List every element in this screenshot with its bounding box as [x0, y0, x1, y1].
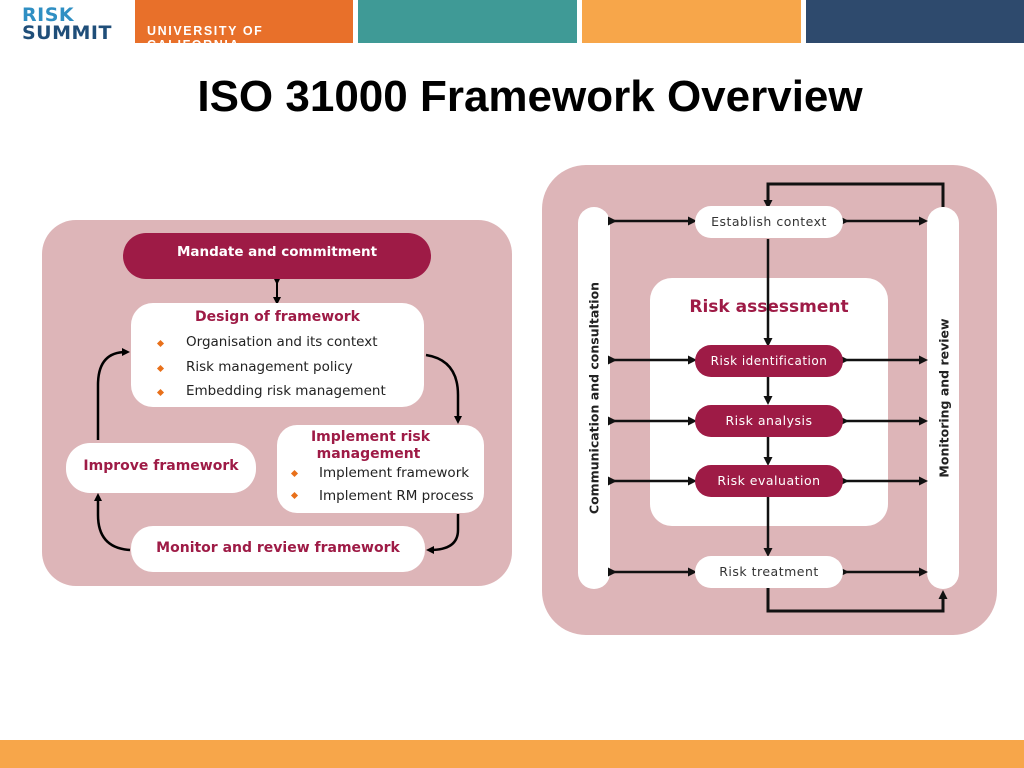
header-band-teal	[358, 0, 577, 43]
arrow-design-implement	[425, 353, 462, 424]
design-card: Design of framework Organisation and its…	[131, 303, 424, 407]
implement-item-2: Implement RM process	[319, 488, 474, 504]
monitor-pill: Monitor and review framework	[131, 526, 425, 572]
mandate-pill: Mandate and commitment	[123, 233, 431, 279]
monitoring-bar	[927, 207, 959, 589]
risk-identification-pill: Risk identification	[695, 345, 843, 377]
footer-band	[0, 740, 1024, 768]
header-band-yellow	[582, 0, 801, 43]
slide-title: ISO 31000 Framework Overview	[197, 72, 863, 121]
risk-treatment-label: Risk treatment	[719, 564, 819, 579]
design-item-1: Organisation and its context	[186, 334, 378, 350]
risk-analysis-pill: Risk analysis	[695, 405, 843, 437]
implement-title-line1: Implement risk	[310, 429, 431, 445]
risk-summit-logo: RISK SUMMIT	[22, 6, 114, 46]
arrow-implement-monitor	[426, 514, 460, 554]
loop-arrow-bottom	[766, 588, 948, 613]
establish-context-pill: Establish context	[695, 206, 843, 238]
arrow-monitor-improve	[94, 493, 131, 552]
improve-label: Improve framework	[83, 458, 239, 474]
risk-analysis-label: Risk analysis	[725, 413, 813, 428]
monitor-label: Monitor and review framework	[156, 540, 400, 556]
risk-evaluation-pill: Risk evaluation	[695, 465, 843, 497]
improve-pill: Improve framework	[66, 443, 256, 493]
logo-line-risk: RISK	[22, 4, 75, 26]
implement-title-line2: management	[316, 446, 421, 462]
risk-treatment-pill: Risk treatment	[695, 556, 843, 588]
design-title: Design of framework	[195, 309, 360, 325]
loop-arrow-top	[763, 182, 945, 209]
communication-bar	[578, 207, 610, 589]
header-band-navy	[806, 0, 1024, 43]
implement-card: Implement risk management Implement fram…	[277, 425, 484, 513]
university-name: UNIVERSITY OF CALIFORNIA	[147, 24, 264, 52]
design-item-3: Embedding risk management	[186, 383, 386, 399]
mandate-label: Mandate and commitment	[176, 244, 378, 260]
design-item-2: Risk management policy	[186, 359, 353, 375]
implement-item-1: Implement framework	[319, 465, 470, 481]
header-band-orange: UNIVERSITY OF CALIFORNIA	[135, 0, 353, 52]
establish-context-label: Establish context	[711, 214, 827, 229]
risk-evaluation-label: Risk evaluation	[717, 473, 821, 488]
risk-identification-label: Risk identification	[710, 354, 828, 368]
logo-line-summit: SUMMIT	[22, 22, 112, 44]
arrow-improve-design	[96, 348, 130, 440]
